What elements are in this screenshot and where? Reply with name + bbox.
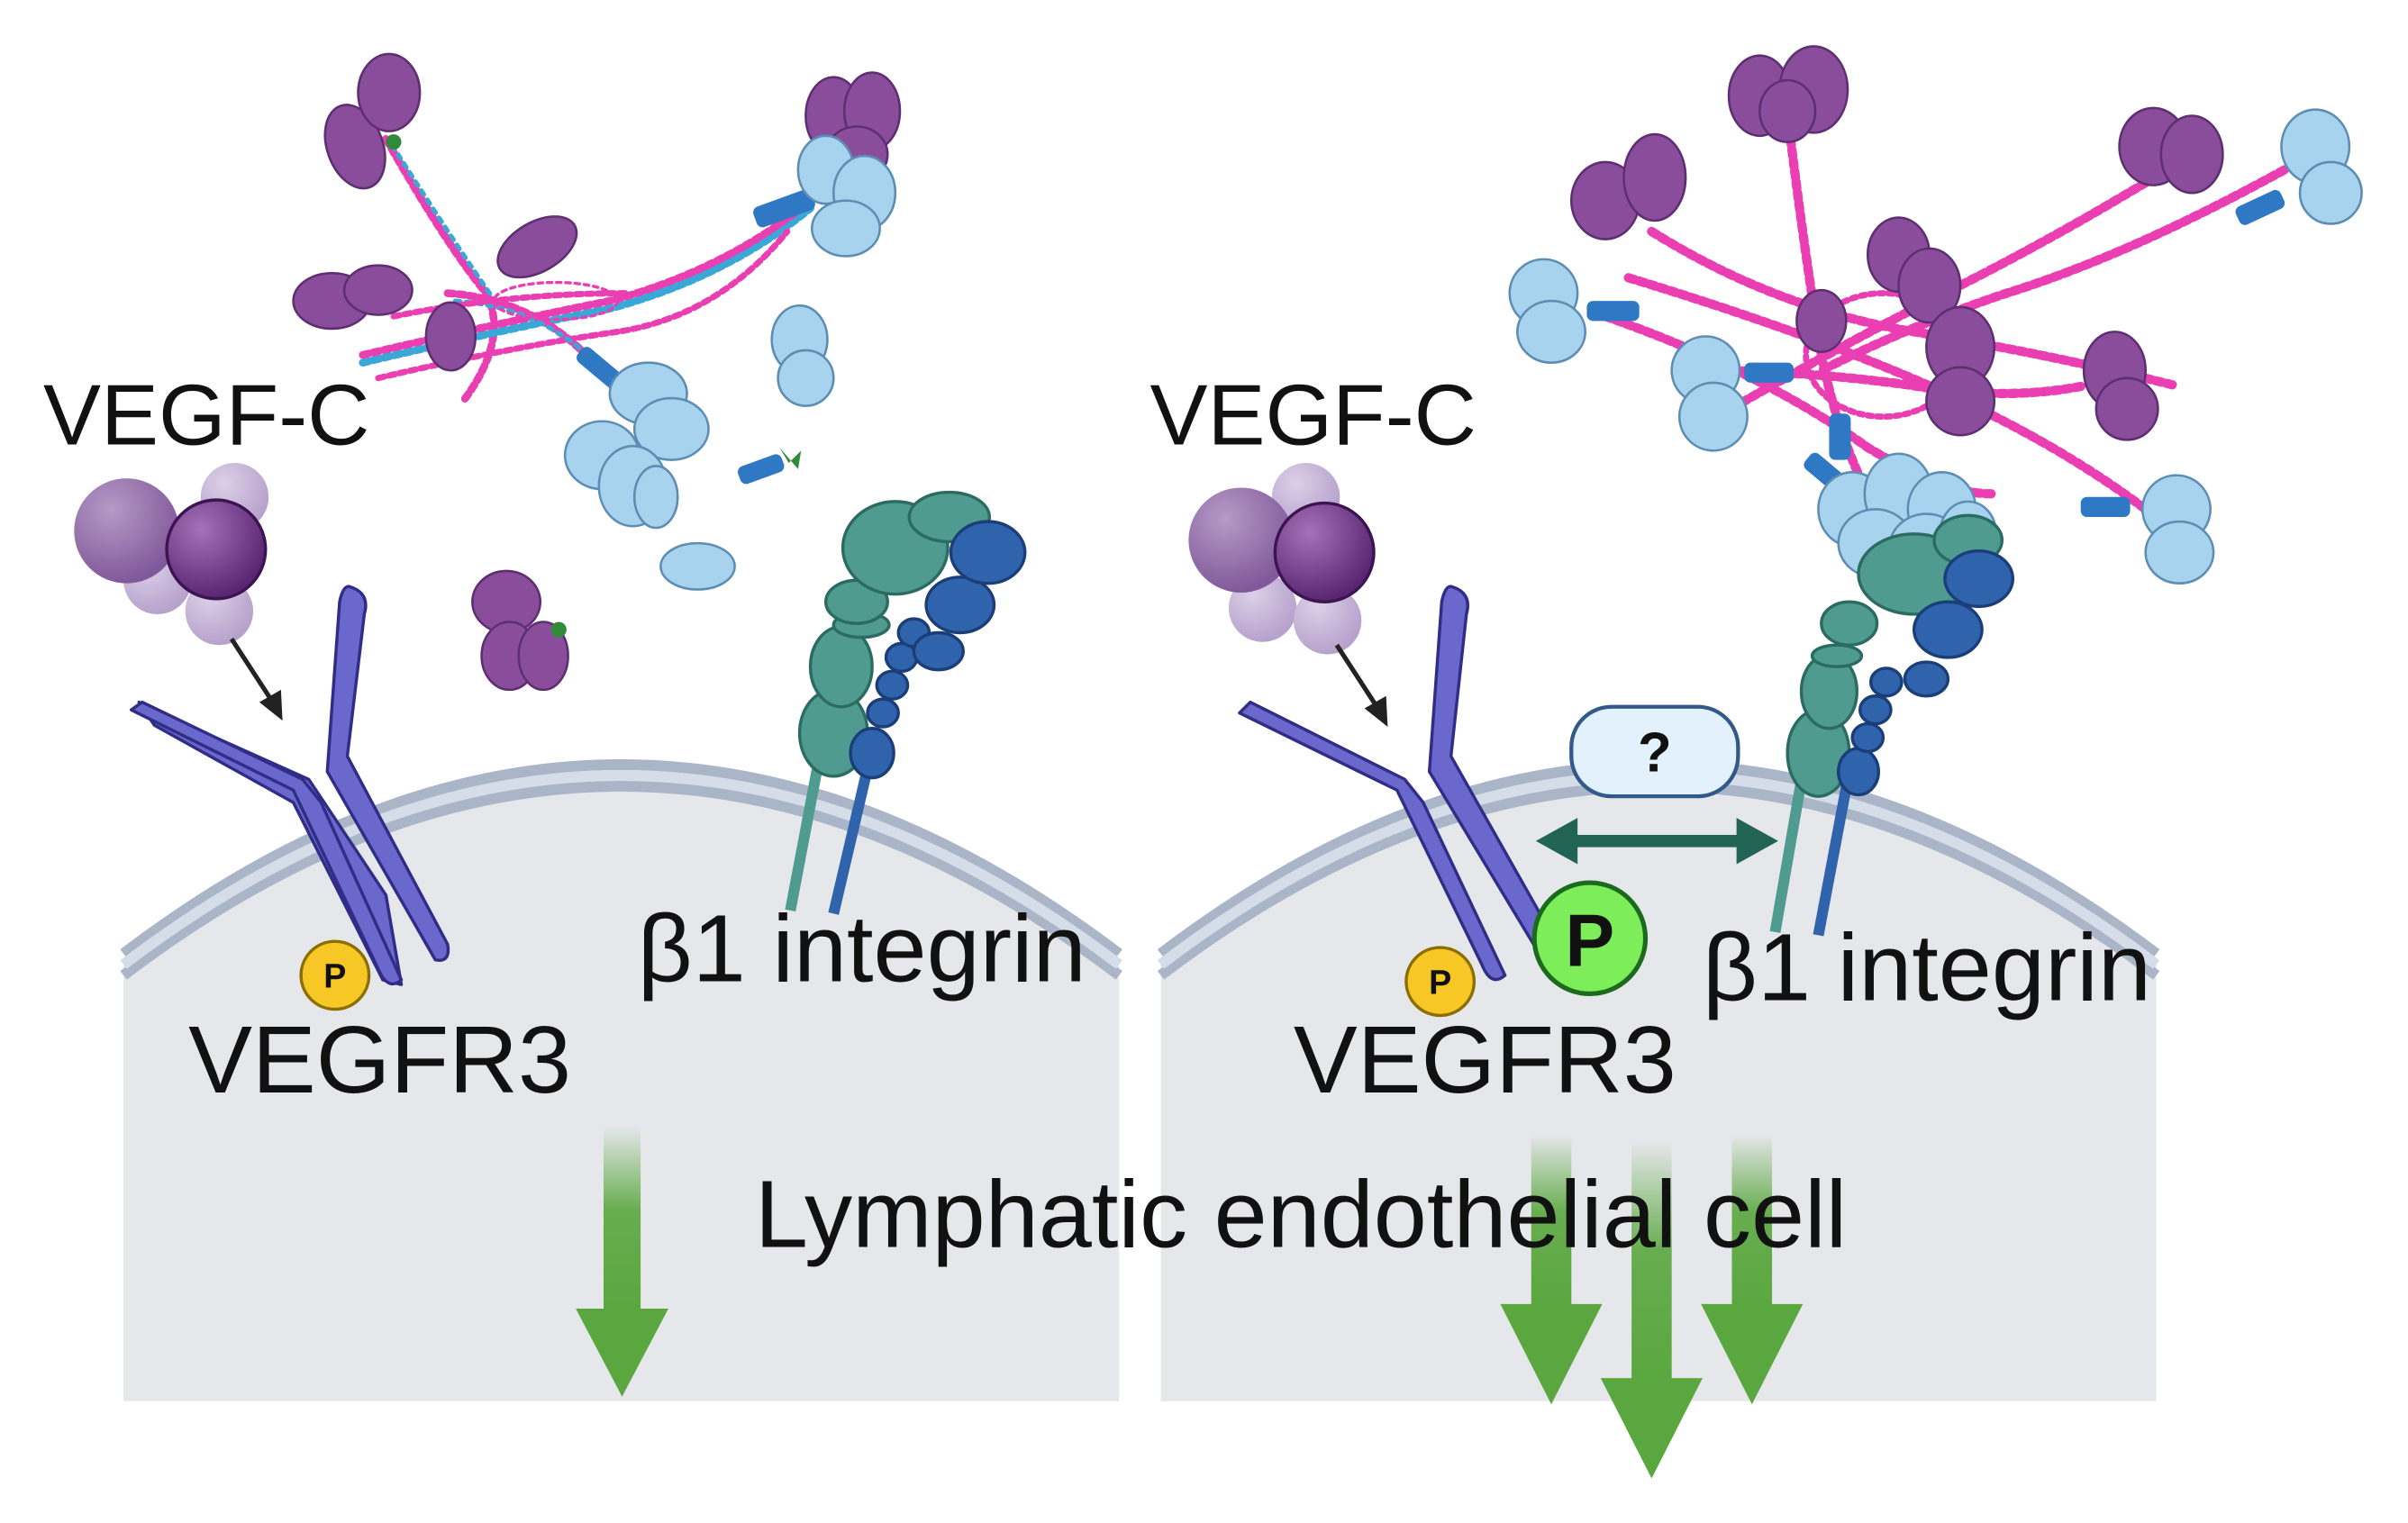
lightblue-protein-cluster — [563, 347, 710, 530]
left-beta1-integrin — [785, 490, 1027, 915]
cell-label: Lymphatic endothelial cell — [755, 1160, 1847, 1267]
right-phospho-small: P — [1404, 946, 1477, 1018]
right-vegfc-ligand — [1188, 463, 1376, 655]
lightblue-protein-2 — [770, 304, 835, 407]
lightblue-protein-r2 — [2235, 108, 2363, 225]
lightblue-protein-r3 — [1670, 335, 1795, 452]
right-signal-arrow-3 — [1701, 1134, 1804, 1405]
left-phospho-small: P — [299, 939, 371, 1011]
right-signal-arrow-2 — [1600, 1141, 1703, 1479]
purple-protein-r2 — [1570, 132, 1687, 240]
right-phospho-small-label: P — [1429, 963, 1451, 1001]
lightblue-protein-r4 — [2080, 474, 2215, 585]
lightblue-protein-1 — [753, 134, 897, 258]
unknown-mediator-label: ? — [1638, 722, 1672, 784]
purple-protein-5 — [424, 301, 477, 372]
left-vegfr3-label: VEGFR3 — [188, 1006, 571, 1113]
left-integrin-label: β1 integrin — [638, 895, 1086, 1002]
purple-protein-r3 — [2118, 106, 2224, 195]
purple-protein-r7 — [1795, 288, 1848, 353]
left-purple-proteins — [292, 52, 902, 692]
purple-protein-r1 — [1727, 45, 1849, 143]
purple-protein-r4 — [1866, 216, 1962, 324]
left-vegfr3-receptor — [129, 585, 450, 986]
right-signal-arrows — [1500, 1134, 1804, 1479]
right-binding-arrow — [1334, 643, 1388, 728]
unknown-mediator-box: ? — [1569, 704, 1740, 799]
right-vegfc-label: VEGF-C — [1150, 367, 1477, 463]
purple-protein-3 — [496, 215, 578, 279]
left-phospho-small-label: P — [323, 957, 346, 995]
right-integrin-label: β1 integrin — [1703, 913, 2151, 1020]
lightblue-protein-3 — [659, 541, 736, 591]
right-vegfr3-label: VEGFR3 — [1294, 1006, 1677, 1113]
left-binding-arrow — [229, 637, 283, 721]
purple-protein-6 — [471, 569, 569, 692]
left-lightblue-proteins — [563, 134, 897, 591]
interaction-double-arrow — [1535, 818, 1778, 865]
left-vegfc-ligand — [74, 463, 269, 646]
lightblue-protein-r1 — [1508, 258, 1640, 364]
purple-protein-4 — [292, 264, 413, 331]
small-fragment — [738, 447, 802, 485]
right-purple-proteins — [1570, 45, 2224, 441]
left-vegfc-label: VEGF-C — [43, 367, 369, 463]
right-signal-arrow-1 — [1500, 1134, 1603, 1405]
right-beta1-integrin — [1769, 513, 2015, 937]
left-signal-arrow — [576, 1126, 668, 1397]
right-phospho-large-label: P — [1565, 901, 1614, 983]
purple-protein-r6 — [2082, 331, 2159, 441]
right-phospho-large: P — [1531, 880, 1649, 997]
purple-protein-1 — [323, 52, 422, 190]
purple-protein-r5 — [1925, 305, 1996, 437]
